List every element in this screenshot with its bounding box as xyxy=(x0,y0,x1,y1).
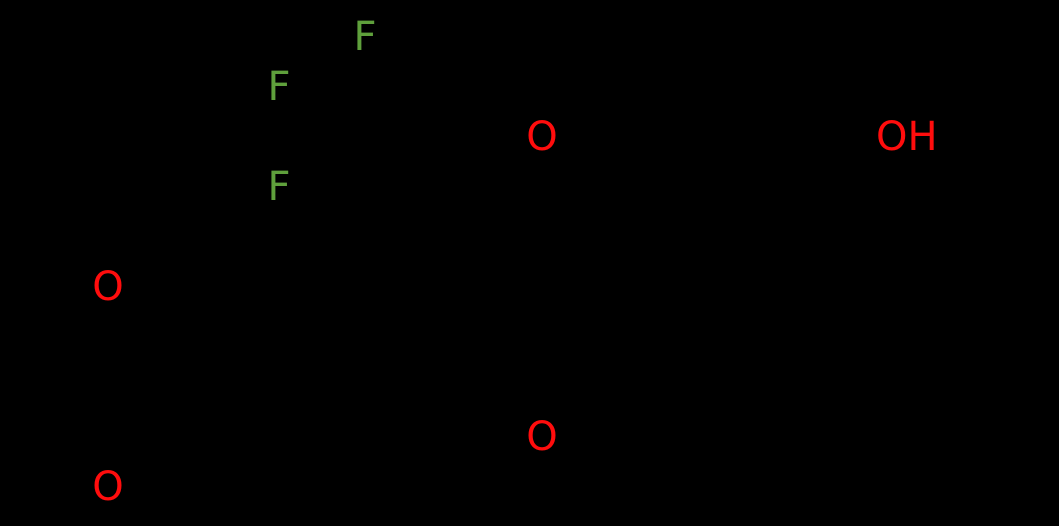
fluorine-atom-2: F xyxy=(267,64,291,110)
hydroxyl-group: OH xyxy=(876,114,938,160)
fluorine-atom-1: F xyxy=(353,14,377,60)
oxygen-atom-ring: O xyxy=(526,114,558,160)
oxygen-atom-methoxy-1: O xyxy=(92,264,124,310)
fluorine-atom-3: F xyxy=(267,164,291,210)
oxygen-atom-methoxy-2: O xyxy=(92,464,124,510)
oxygen-atom-carbonyl: O xyxy=(526,414,558,460)
